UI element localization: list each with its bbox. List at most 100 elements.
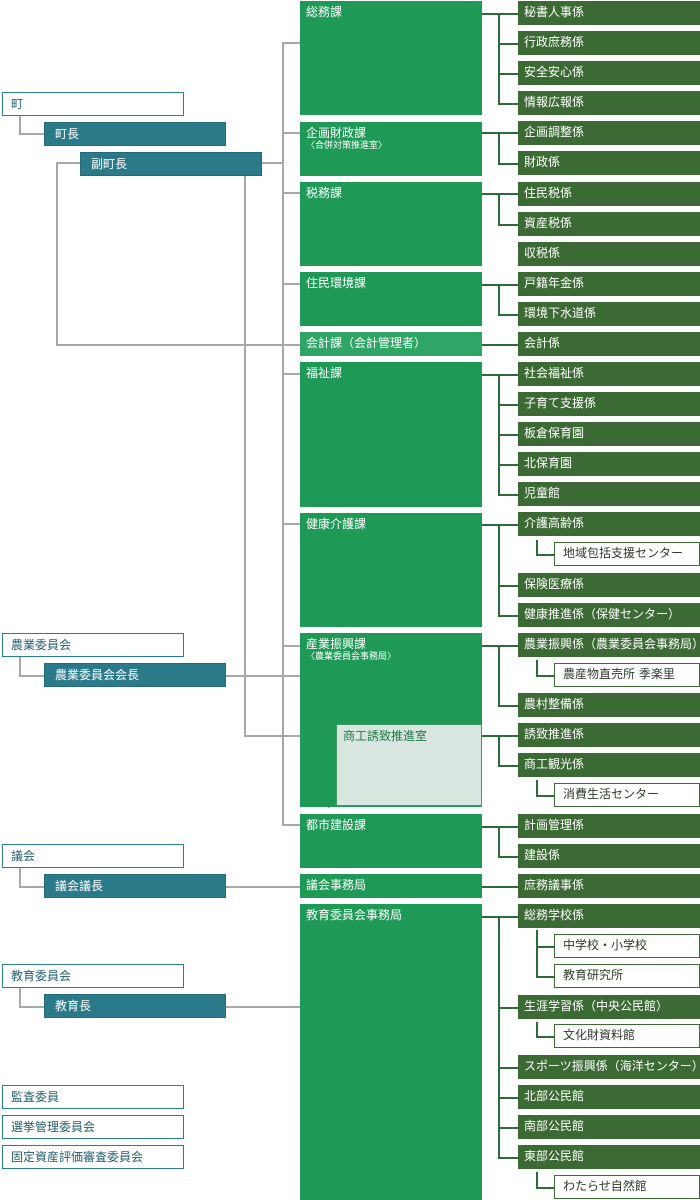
dept-label: 健康介護課 (306, 517, 367, 531)
section-kaikei: 会計係 (518, 332, 700, 356)
connector (19, 886, 46, 888)
section-kikaku-chosei: 企画調整係 (518, 121, 700, 145)
election-committee-box: 選挙管理委員会 (2, 1115, 184, 1139)
subsection-watarase: わたらせ自然館 (554, 1175, 700, 1199)
connector (536, 1022, 538, 1038)
connector (482, 886, 518, 888)
connector (19, 988, 21, 1008)
connector (282, 645, 300, 647)
connector (282, 192, 300, 194)
dept-kenko: 健康介護課 (300, 513, 482, 627)
connector (498, 464, 518, 466)
subsection-chiiki: 地域包括支援センター (554, 542, 700, 566)
connector (244, 175, 246, 737)
education-committee-box: 教育委員会 (2, 964, 184, 988)
section-zaisei: 財政係 (518, 151, 700, 175)
section-hokubu: 北部公民館 (518, 1085, 700, 1109)
connector (282, 283, 300, 285)
section-anzen: 安全安心係 (518, 61, 700, 85)
connector (536, 1036, 554, 1038)
connector (498, 193, 500, 225)
section-shuzei: 収税係 (518, 242, 700, 266)
connector (482, 132, 518, 134)
section-tobu: 東部公民館 (518, 1145, 700, 1169)
connector (244, 735, 300, 737)
connector (498, 404, 518, 406)
connector (282, 824, 300, 826)
connector (482, 645, 518, 647)
connector (498, 1067, 518, 1069)
connector (482, 735, 518, 737)
subsection-chu-sho: 中学校・小学校 (554, 934, 700, 958)
connector (498, 585, 518, 587)
dept-label: 都市建設課 (306, 818, 367, 832)
subsection-kyoiku-kenkyu: 教育研究所 (554, 964, 700, 988)
dept-kyoiku: 教育委員会事務局 (300, 904, 482, 1200)
connector (482, 826, 518, 828)
subsection-shohi: 消費生活センター (554, 783, 700, 807)
connector (482, 344, 518, 346)
connector (282, 42, 300, 44)
dept-label: 産業振興課 (306, 637, 367, 651)
section-noson: 農村整備係 (518, 693, 700, 717)
connector (498, 103, 518, 105)
dept-kikaku: 企画財政課〈合併対策推進室〉 (300, 122, 482, 176)
connector (498, 73, 518, 75)
connector (482, 374, 518, 376)
section-kensetsu: 建設係 (518, 844, 700, 868)
connector (482, 284, 518, 286)
section-shisan-zei: 資産税係 (518, 212, 700, 236)
subsection-bunkazai: 文化財資料館 (554, 1024, 700, 1048)
section-jido: 児童館 (518, 482, 700, 506)
section-nanbu: 南部公民館 (518, 1115, 700, 1139)
connector (498, 705, 518, 707)
connector (498, 735, 500, 766)
connector (498, 1127, 518, 1129)
section-gyosei: 行政庶務係 (518, 31, 700, 55)
connector (498, 1157, 518, 1159)
section-kosodate: 子育て支援係 (518, 392, 700, 416)
connector (282, 373, 300, 375)
connector (498, 645, 500, 706)
section-shoko-kanko: 商工観光係 (518, 753, 700, 777)
section-jumin-zei: 住民税係 (518, 182, 700, 206)
connector (536, 976, 554, 978)
section-kaigo: 介護高齢係 (518, 512, 700, 536)
connector (56, 344, 300, 346)
section-itakura: 板倉保育園 (518, 422, 700, 446)
connector (498, 524, 500, 616)
connector (19, 675, 46, 677)
connector (498, 856, 518, 858)
connector (536, 554, 554, 556)
section-sports: スポーツ振興係（海洋センター） (518, 1055, 700, 1079)
section-joho: 情報広報係 (518, 91, 700, 115)
dept-sublabel: 〈農業委員会事務局〉 (306, 652, 397, 662)
town-box: 町 (2, 92, 184, 116)
section-koseki: 戸籍年金係 (518, 272, 700, 296)
dept-label: 住民環境課 (306, 276, 367, 290)
dept-fukushi: 福祉課 (300, 362, 482, 507)
section-kenko-suishin: 健康推進係（保健センター） (518, 603, 700, 627)
connector (536, 780, 538, 796)
connector (19, 657, 21, 677)
connector (262, 162, 284, 164)
subsection-chokubai: 農産物直売所 季楽里 (554, 663, 700, 687)
connector (226, 675, 300, 677)
dept-jumin: 住民環境課 (300, 272, 482, 326)
connector (498, 132, 500, 164)
connector (536, 660, 538, 676)
dept-zeimu: 税務課 (300, 182, 482, 266)
office-shoko: 商工誘致推進室 (336, 724, 482, 806)
connector (536, 675, 554, 677)
deputy-mayor-box: 副町長 (80, 152, 262, 176)
section-shogai: 生涯学習係（中央公民館） (518, 995, 700, 1019)
connector (282, 42, 284, 826)
connector (482, 193, 518, 195)
section-yuchi: 誘致推進係 (518, 723, 700, 747)
section-nogyo-shinko: 農業振興係（農業委員会事務局） (518, 633, 700, 657)
section-kankyo: 環境下水道係 (518, 302, 700, 326)
auditor-box: 監査委員 (2, 1085, 184, 1109)
connector (226, 1006, 300, 1008)
agriculture-chair-box: 農業委員会会長 (44, 663, 226, 687)
